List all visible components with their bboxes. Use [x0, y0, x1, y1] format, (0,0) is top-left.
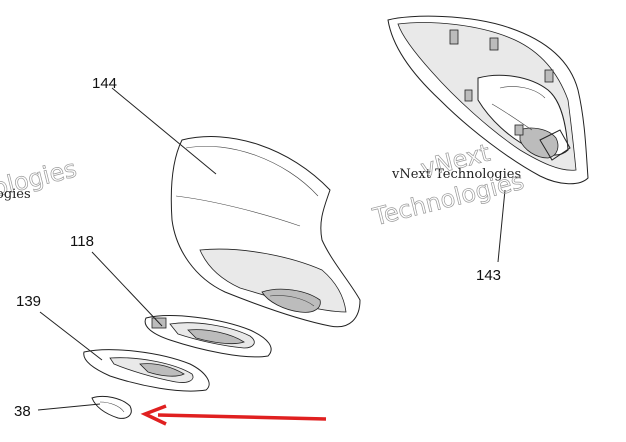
leader-lines: [37, 87, 506, 411]
watermark-center-small: vNext Technologies: [391, 167, 521, 182]
part-118-gasket: [144, 315, 272, 358]
part-38-clip: [91, 395, 132, 419]
part-labels: 144 143 118 139 38: [14, 75, 501, 420]
watermark-left-small: ogies: [0, 187, 31, 202]
part-139-base-plate: [83, 349, 210, 392]
red-arrow-indicator: [140, 404, 327, 426]
part-144-mirror-cover: [170, 136, 361, 328]
label-144: 144: [92, 75, 117, 92]
label-38: 38: [14, 403, 31, 420]
label-143: 143: [476, 267, 501, 284]
label-118: 118: [70, 233, 94, 250]
part-143-mirror-base: [387, 15, 589, 185]
label-139: 139: [16, 293, 41, 310]
